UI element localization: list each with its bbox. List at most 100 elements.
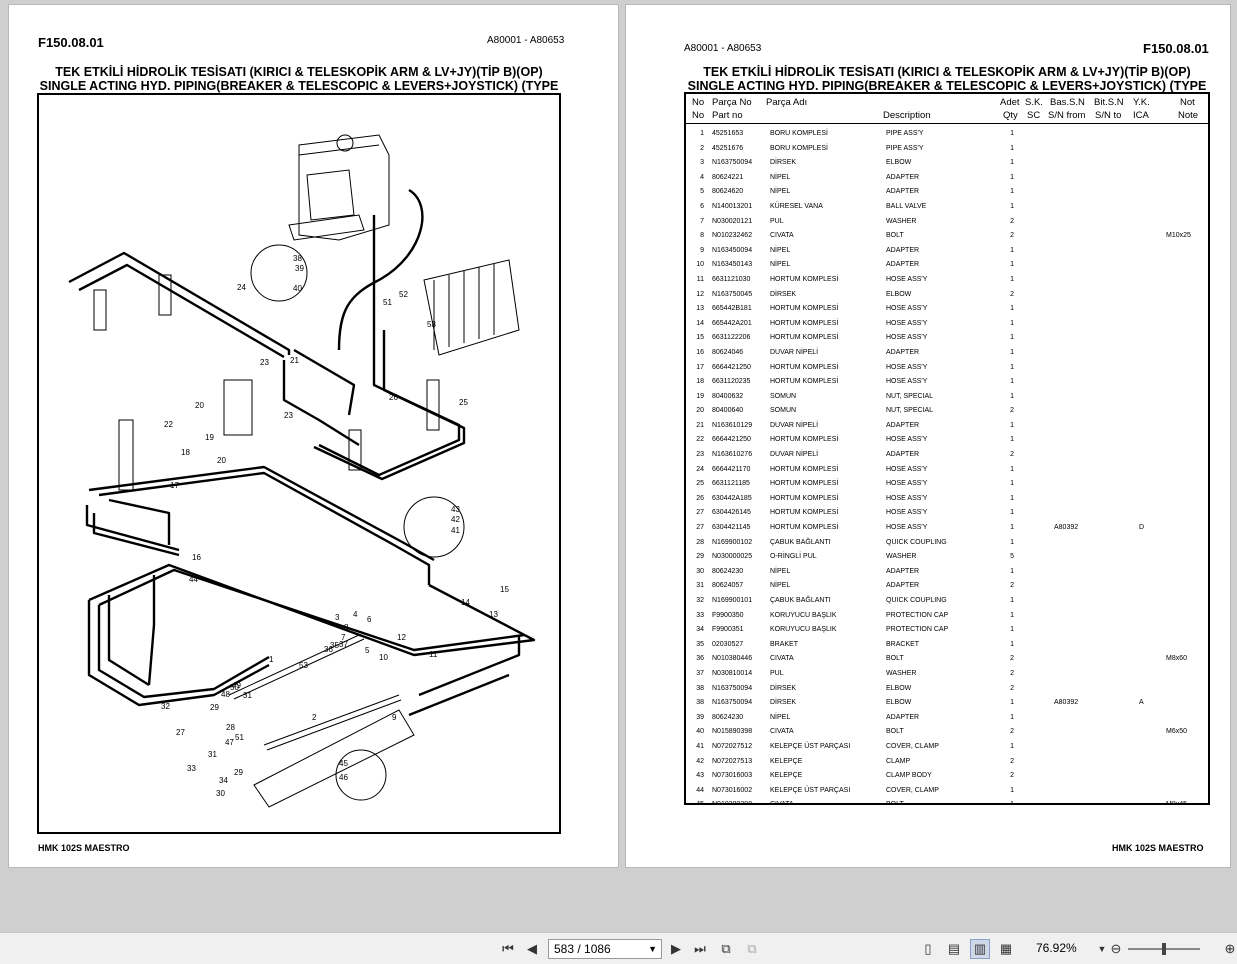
header-note-en: Note — [1178, 110, 1199, 121]
header-part-no-en: Part no — [712, 110, 743, 121]
two-page-icon[interactable]: ▥ — [970, 939, 990, 959]
cell-no: 33 — [696, 611, 704, 619]
cell-desc: COVER, CLAMP — [886, 786, 939, 794]
document-viewer: F150.08.01 A80001 - A80653 TEK ETKİLİ Hİ… — [0, 0, 1237, 932]
callout-label: 45 — [339, 759, 348, 768]
cell-qty: 2 — [1010, 728, 1014, 736]
cell-qty: 2 — [1010, 684, 1014, 692]
zoom-level[interactable]: 76.92% — [1036, 941, 1077, 955]
zoom-out-icon[interactable]: ⊖ — [1110, 941, 1122, 956]
cell-name: ÇABUK BAĞLANTI — [770, 538, 831, 546]
cell-name: BRAKET — [770, 640, 799, 648]
cell-pn: 6631122206 — [712, 334, 751, 342]
cell-qty: 1 — [1010, 159, 1014, 167]
cell-pn: 45251676 — [712, 144, 744, 152]
cell-pn: N010380446 — [712, 655, 753, 663]
cell-name: PUL — [770, 669, 784, 677]
cell-pn: N073016003 — [712, 772, 753, 780]
zoom-dropdown-icon[interactable]: ▼ — [1097, 944, 1107, 954]
chevron-down-icon[interactable]: ▼ — [648, 944, 657, 954]
callout-label: 53 — [299, 661, 308, 670]
cell-name: NİPEL — [770, 246, 791, 254]
header-no: No — [692, 97, 705, 108]
cell-name: KORUYUCU BAŞLIK — [770, 611, 837, 619]
page-footer: HMK 102S MAESTRO — [38, 843, 130, 853]
cell-name: NİPEL — [770, 173, 791, 181]
cell-no: 36 — [696, 655, 704, 663]
callout-label: 17 — [170, 481, 179, 490]
callout-label: 37 — [339, 640, 348, 649]
cell-qty: 1 — [1010, 640, 1014, 648]
zoom-in-icon[interactable]: ⊕ — [1224, 941, 1236, 956]
first-page-icon[interactable]: ⏮ — [502, 941, 514, 956]
cell-qty: 1 — [1010, 713, 1014, 721]
cell-name: HORTUM KOMPLESİ — [770, 363, 839, 371]
cell-no: 5 — [700, 188, 704, 196]
header-note: Not — [1180, 97, 1195, 108]
parts-table: No No Parça No Part no Parça Adı Descrip… — [684, 92, 1210, 805]
cell-desc: HOSE ASS'Y — [886, 334, 928, 342]
callout-label: 51 — [383, 298, 392, 307]
cell-desc: HOSE ASS'Y — [886, 319, 928, 327]
page-number-input[interactable]: 583 / 1086 ▼ — [548, 939, 662, 959]
cell-name: HORTUM KOMPLESİ — [770, 524, 839, 532]
cell-desc: BOLT — [886, 232, 904, 240]
continuous-icon[interactable]: ▤ — [947, 941, 961, 956]
header-part-no: Parça No — [712, 97, 752, 108]
cell-qty: 2 — [1010, 451, 1014, 459]
cell-desc: HOSE ASS'Y — [886, 524, 928, 532]
title-english: SINGLE ACTING HYD. PIPING(BREAKER & TELE… — [687, 79, 1207, 93]
cell-name: HORTUM KOMPLESİ — [770, 509, 839, 517]
cell-no: 32 — [696, 597, 704, 604]
cell-no: 12 — [696, 290, 704, 298]
zoom-slider[interactable] — [1128, 943, 1200, 955]
cell-pn: N030020121 — [712, 217, 753, 225]
cell-name: SOMUN — [770, 407, 797, 415]
cell-qty: 2 — [1010, 232, 1014, 240]
cell-name: HORTUM KOMPLESİ — [770, 319, 839, 327]
two-page-continuous-icon[interactable]: ▦ — [999, 941, 1013, 956]
cell-qty: 1 — [1010, 188, 1014, 196]
cell-desc: ELBOW — [886, 684, 912, 692]
header-sn-from: Bas.S.N — [1050, 97, 1085, 108]
prev-page-icon[interactable]: ◀ — [527, 941, 537, 956]
cell-name: NİPEL — [770, 582, 791, 590]
callout-label: 40 — [293, 284, 302, 293]
cell-qty: 1 — [1010, 742, 1014, 750]
cell-name: HORTUM KOMPLESİ — [770, 378, 839, 386]
header-sc: S.K. — [1025, 97, 1043, 108]
cell-qty: 1 — [1010, 421, 1014, 429]
cell-desc: NUT, SPECIAL — [886, 392, 934, 400]
cell-name: HORTUM KOMPLESİ — [770, 465, 839, 473]
callout-label: 41 — [451, 526, 460, 535]
cell-desc: HOSE ASS'Y — [886, 494, 928, 502]
cell-name: KELEPÇE — [770, 757, 803, 765]
single-page-icon[interactable]: ▯ — [924, 941, 932, 956]
cell-qty: 1 — [1010, 319, 1014, 327]
cell-qty: 1 — [1010, 305, 1014, 313]
zoom-slider-handle[interactable] — [1162, 943, 1166, 955]
cell-pn: 6631121185 — [712, 480, 750, 488]
cell-no: 39 — [696, 713, 704, 721]
cell-no: 27 — [696, 524, 704, 532]
go-back-icon[interactable]: ⧉ — [721, 941, 731, 956]
cell-desc: PROTECTION CAP — [886, 611, 949, 619]
last-page-icon[interactable]: ⏭ — [694, 941, 706, 956]
title-english: SINGLE ACTING HYD. PIPING(BREAKER & TELE… — [39, 79, 559, 93]
callout-label: 3 — [335, 613, 340, 622]
go-forward-icon[interactable]: ⧉ — [747, 941, 757, 956]
callout-label: 34 — [219, 776, 228, 785]
cell-desc: ELBOW — [886, 699, 912, 707]
cell-pn: N163750094 — [712, 699, 753, 707]
next-page-icon[interactable]: ▶ — [671, 941, 681, 956]
